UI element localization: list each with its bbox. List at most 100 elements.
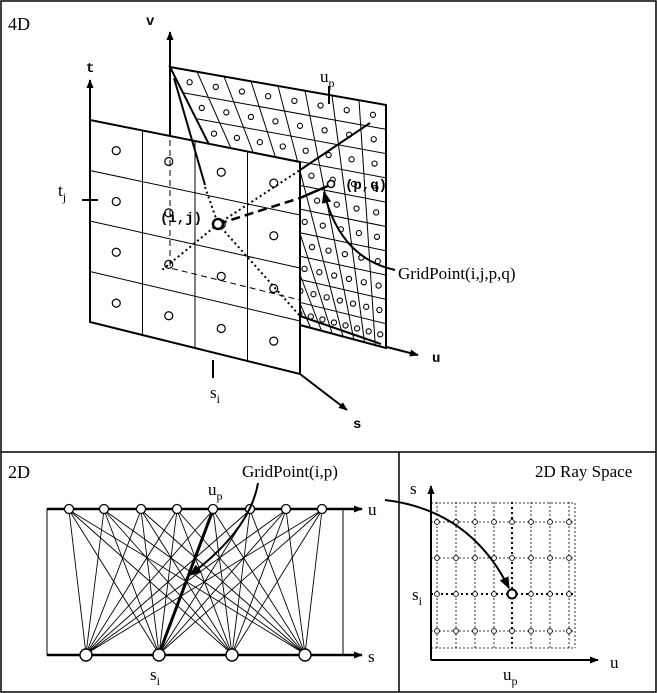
u-node: [280, 503, 292, 515]
sample-point: [198, 104, 205, 112]
sample-point: [350, 180, 358, 188]
point-pq: [326, 179, 336, 189]
ray-space-point: [528, 555, 534, 561]
ray-space-point: [509, 519, 515, 525]
u-node: [207, 503, 219, 515]
panel-4d: 4D v t u s: [8, 14, 516, 433]
sample-point: [321, 127, 328, 134]
sample-point: [348, 156, 355, 163]
sample-point: [319, 316, 326, 323]
ray-space-point: [528, 519, 534, 525]
sample-point: [355, 229, 363, 237]
ray-line: [249, 509, 306, 655]
sample-point: [233, 134, 241, 142]
sample-point: [316, 269, 323, 276]
sample-point: [373, 233, 381, 240]
sample-point: [372, 184, 379, 192]
gridpoint-2d-arrow: [189, 482, 259, 576]
ray-line: [68, 509, 160, 655]
sample-point: [269, 283, 279, 294]
sample-point: [269, 231, 279, 241]
s-axis: [299, 373, 348, 411]
sample-point: [313, 197, 321, 204]
sample-point: [223, 109, 230, 116]
sample-point: [216, 271, 226, 282]
sample-point: [216, 323, 226, 334]
ray-lines: [161, 77, 382, 345]
ray-space-point: [434, 555, 440, 561]
panel-ray-space: 2D Ray Space s u si up: [410, 462, 632, 688]
ray-dotted-4: [161, 223, 219, 271]
sample-point: [330, 319, 338, 326]
pq-label: (p,q): [345, 178, 387, 194]
ray-space-point: [547, 591, 553, 597]
sample-point: [164, 208, 174, 218]
ray-space-point: [434, 519, 440, 525]
ray-line: [231, 509, 323, 655]
sample-point: [296, 122, 304, 129]
sample-point: [265, 93, 272, 100]
ray-space-point: [434, 591, 440, 597]
si-label: si: [210, 383, 221, 406]
ray-dotted-2: [217, 223, 301, 317]
gridpoint-4d-arrow: [321, 190, 396, 271]
grid-line: [182, 92, 387, 130]
s-node: [225, 648, 239, 662]
panel-2d-tag: 2D: [8, 462, 30, 482]
st-plane: [89, 118, 301, 376]
ray-line: [285, 509, 306, 655]
sample-point: [342, 322, 349, 329]
ray-line: [103, 509, 233, 655]
sample-point: [376, 306, 383, 314]
ray-space-point: [472, 519, 478, 525]
sample-point: [325, 151, 332, 159]
sample-point: [377, 331, 384, 338]
grid-line: [89, 271, 301, 322]
ray-space-point: [472, 591, 478, 597]
ray-space-point: [566, 591, 572, 597]
up-label: up: [320, 67, 335, 90]
u-node: [316, 503, 328, 515]
ray-space-point: [509, 555, 515, 561]
ray-space-point: [491, 519, 497, 525]
sample-point: [111, 146, 121, 156]
ray-line: [68, 509, 233, 655]
si-ray-space-label: si: [412, 585, 423, 608]
s-node: [79, 648, 93, 662]
gridpoint-2d-label: GridPoint(i,p): [242, 462, 338, 481]
grid-line: [89, 170, 301, 216]
sample-point: [111, 247, 121, 257]
grid-line: [286, 298, 387, 325]
grid-line: [89, 220, 301, 269]
sample-point: [164, 156, 174, 167]
sample-point: [341, 250, 349, 258]
sample-point: [323, 294, 330, 301]
ray-solid-pq: [299, 183, 331, 200]
sample-point: [301, 265, 308, 273]
ray-dotted-1: [204, 186, 219, 225]
sample-point: [272, 118, 279, 125]
highlight-ray: [157, 509, 215, 655]
s-line-label: s: [368, 647, 375, 666]
gridpoint-to-ray-space-arrow: [384, 499, 510, 590]
sample-point: [353, 205, 360, 212]
ray-dotted-3: [217, 169, 301, 225]
u-node: [135, 503, 147, 515]
ray-line: [85, 509, 105, 655]
ray-space-point: [491, 628, 497, 634]
sample-point: [269, 336, 279, 346]
ray-space-s-label: s: [410, 479, 417, 498]
panel-4d-tag: 4D: [8, 14, 30, 34]
sample-point: [212, 83, 219, 91]
ray-fan: [68, 509, 323, 655]
st-plane-grid: [89, 130, 301, 361]
sample-point: [308, 172, 315, 179]
ray-line: [85, 509, 214, 655]
sample-point: [301, 218, 308, 226]
ray-space-highlight-point: [506, 588, 518, 600]
ray-line: [304, 509, 323, 655]
u-node: [98, 503, 110, 515]
sample-point: [216, 167, 226, 177]
ray-space-point: [547, 628, 553, 634]
up-2d-label: up: [208, 480, 223, 503]
